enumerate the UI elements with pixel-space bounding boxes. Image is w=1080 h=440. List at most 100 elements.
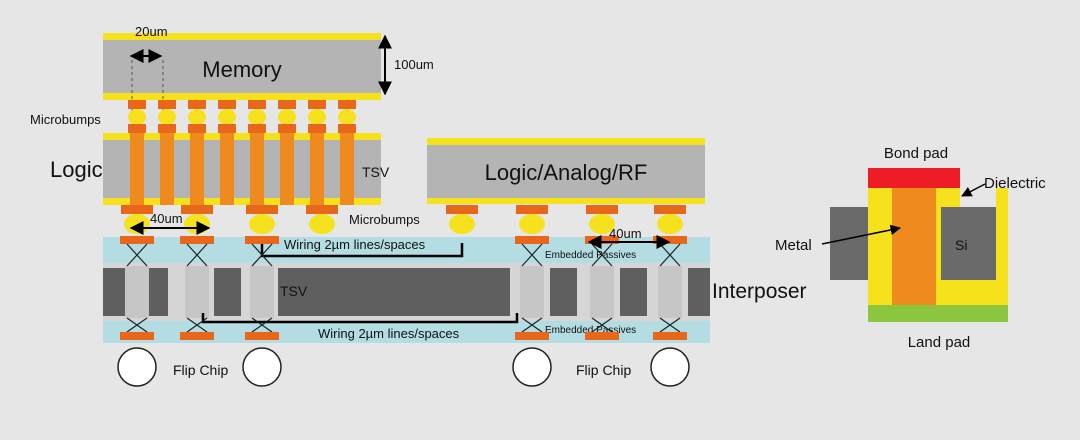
via-x [186,243,208,267]
dielectric-label: Dielectric [984,175,1046,192]
interposer-bottom-pad [585,332,619,340]
logic-top-pad [308,124,326,133]
microbump [128,109,146,125]
logic-tsv [340,133,354,205]
interposer-silicon-block [688,268,710,316]
interposer-bottom-pad [515,332,549,340]
logic-top-pad [128,124,146,133]
tsv-pillar [125,266,149,318]
via-x [126,317,148,333]
flip-chip-ball [117,347,157,387]
die-bottom-pad [181,205,213,214]
logic-label: Logic [50,157,103,182]
logic-analog-rf-die: Logic/Analog/RF [427,138,705,204]
microbumps-mid-label: Microbumps [349,212,420,227]
larf-label: Logic/Analog/RF [485,160,648,185]
dim-40um-right: 40um [587,226,671,249]
microbump [309,214,335,234]
tsv-cross-section: Bond pad Dielectric Metal Si Land pad [775,145,1046,351]
logic-tsv [190,133,204,205]
die-microbumps [121,205,686,234]
larf-body [427,145,705,198]
logic-top-layer [103,133,381,140]
via-x [591,317,613,333]
via-x [186,317,208,333]
tsv-logic-label: TSV [362,164,390,180]
die-bottom-pad [306,205,338,214]
interposer-silicon-block [278,268,510,316]
logic-tsv [310,133,324,205]
dim-20um-label: 20um [135,24,168,39]
logic-bottom-layer [103,198,381,205]
flip-chip-left-label: Flip Chip [173,362,228,378]
microbump [158,109,176,125]
memory-pad [158,100,176,109]
memory-pad [308,100,326,109]
microbump [278,109,296,125]
tsv-interposer-label: TSV [280,283,308,299]
interposer-silicon-block [103,268,127,316]
via-x [521,243,543,267]
die-bottom-pad [516,205,548,214]
logic-tsv [220,133,234,205]
via-x [126,243,148,267]
logic-tsv [280,133,294,205]
interposer-silicon-block [550,268,577,316]
interposer-silicon-block [214,268,241,316]
si-right-body [941,207,996,280]
si-label: Si [955,237,967,253]
dim-40um-left: 40um [129,211,211,235]
logic-top-pad [248,124,266,133]
microbump [188,109,206,125]
flip-chip-right-label: Flip Chip [576,362,631,378]
embedded-passives-top-label: Embedded Passives [545,250,636,261]
logic-top-pad [338,124,356,133]
interposer-core-blocks [103,268,710,316]
bond-pad-label: Bond pad [884,145,948,162]
metal-via-base [892,280,936,305]
die-bottom-pad [654,205,686,214]
bond-pad [868,168,960,188]
dim-100um: 100um [378,34,434,96]
memory-pad [248,100,266,109]
interposer-bottom-pad [120,332,154,340]
memory-top-layer [103,33,381,40]
microbump [184,214,210,234]
memory-label: Memory [202,57,281,82]
logic-tsv [250,133,264,205]
interposer-label: Interposer [712,280,807,303]
logic-tsv [130,133,144,205]
microbump [589,214,615,234]
logic-top-pad [278,124,296,133]
via-x [659,317,681,333]
tsv-pillar [590,266,614,318]
microbump [249,214,275,234]
memory-bottom-layer [103,93,381,100]
larf-bottom-layer [427,198,705,204]
via-x [521,317,543,333]
interposer-top-pad [515,236,549,244]
embedded-passives-bottom-label: Embedded Passives [545,325,636,336]
logic-top-pad [158,124,176,133]
die-bottom-pad [246,205,278,214]
microbump [519,214,545,234]
tsv-pillar [185,266,209,318]
dim-40um-left-label: 40um [150,211,183,226]
memory-pad [128,100,146,109]
memory-pad [338,100,356,109]
right-dielectric-edge [996,188,1008,305]
metal-label: Metal [775,237,812,254]
interposer-top-pad [245,236,279,244]
wiring-bottom: Wiring 2µm lines/spaces [201,313,519,341]
flip-chip-ball [242,347,282,387]
leader-arrow-icon [961,183,986,197]
memory-pad [218,100,236,109]
interposer-top-pad [120,236,154,244]
wiring-top: Wiring 2µm lines/spaces [260,237,464,258]
wiring-top-line [260,243,464,258]
land-pad [868,305,1008,322]
microbump [218,109,236,125]
memory-pad [278,100,296,109]
